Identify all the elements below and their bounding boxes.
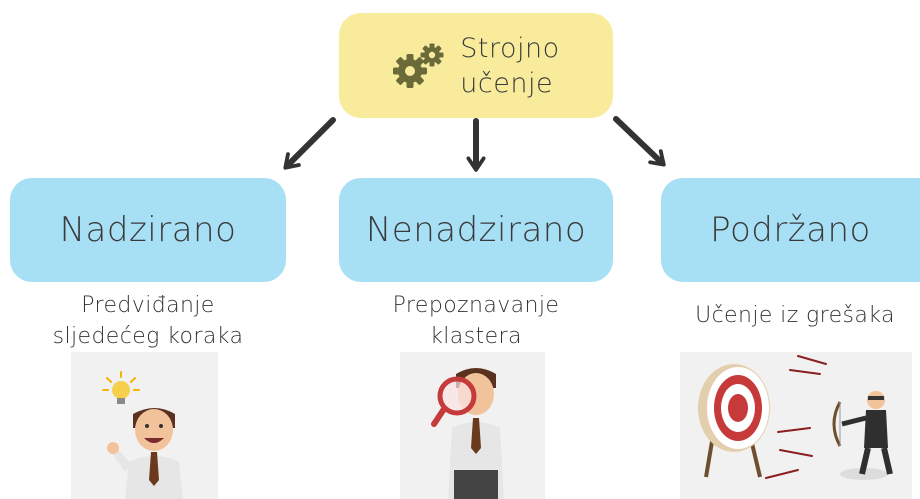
root-title: Strojno učenje <box>460 31 559 101</box>
description-line: Prepoznavanje <box>392 293 560 318</box>
light-bulb-icon <box>102 371 140 404</box>
root-title-line1: Strojno <box>460 32 560 64</box>
idea-businessman-illustration <box>71 352 218 499</box>
target-icon <box>698 364 770 478</box>
description-line: Učenje iz grešaka <box>695 303 895 328</box>
description-nenadzirano: Prepoznavanje klastera <box>346 290 606 352</box>
archery-target-illustration <box>680 352 912 499</box>
node-podrzano: Podržano <box>661 178 920 282</box>
root-title-line2: učenje <box>460 67 554 99</box>
description-nadzirano: Predviđanje sljedećeg koraka <box>20 290 276 352</box>
node-nadzirano-label: Nadzirano <box>59 210 237 250</box>
description-line: sljedećeg koraka <box>52 324 244 349</box>
node-podrzano-label: Podržano <box>710 210 871 250</box>
description-line: Predviđanje <box>81 293 215 318</box>
magnifier-businessman-illustration <box>400 352 545 499</box>
magnifier-icon <box>431 376 477 427</box>
node-nenadzirano: Nenadzirano <box>339 178 613 282</box>
gears-icon <box>392 41 446 91</box>
node-nadzirano: Nadzirano <box>10 178 286 282</box>
description-line: klastera <box>430 324 522 349</box>
node-nenadzirano-label: Nenadzirano <box>365 210 587 250</box>
archer-icon <box>832 391 893 480</box>
arrow-left <box>283 117 336 170</box>
arrow-right <box>613 116 666 167</box>
root-node: Strojno učenje <box>339 13 613 118</box>
description-podrzano: Učenje iz grešaka <box>670 300 920 331</box>
